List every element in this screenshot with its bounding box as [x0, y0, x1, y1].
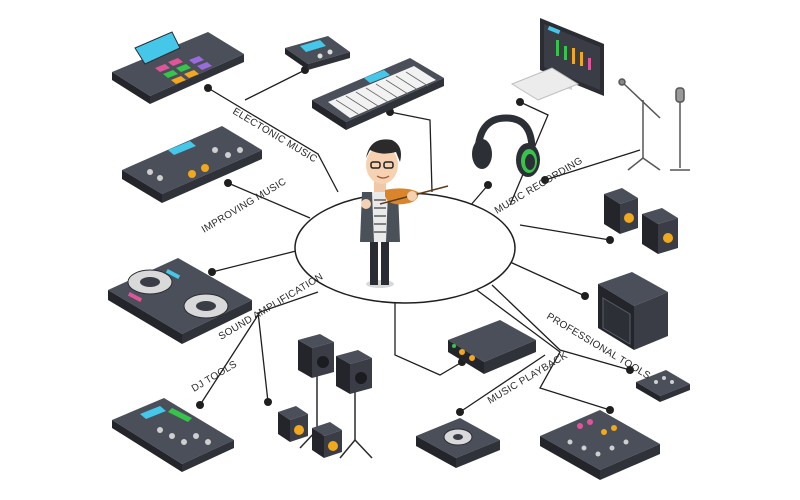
guitar-amplifier-icon [598, 272, 668, 350]
label-improving-music: IMPROVING MUSIC [200, 176, 289, 235]
synth-keyboard-icon [312, 58, 444, 130]
microphone-stands-icon [618, 78, 690, 171]
dj-controller-icon [108, 258, 252, 344]
speakers-on-stands-icon [278, 334, 373, 459]
connector-lines [199, 69, 641, 413]
studio-headphones-icon [472, 114, 540, 177]
mixer-icon [112, 398, 234, 472]
cd-player-icon [416, 418, 500, 468]
center-ellipse [294, 192, 516, 304]
label-dj-tools: DJ TOOLS [190, 359, 239, 395]
small-controller-icon [636, 370, 690, 402]
sampler-icon [285, 36, 350, 70]
effects-controller-icon [122, 126, 262, 203]
audio-interface-icon [448, 320, 536, 374]
computer-monitor-icon [510, 18, 604, 101]
drum-pad-controller-icon [112, 31, 244, 104]
violinist-icon [360, 139, 449, 288]
mixing-console-icon [540, 410, 660, 480]
connector-dots [196, 66, 634, 416]
studio-monitors-icon [604, 188, 678, 254]
